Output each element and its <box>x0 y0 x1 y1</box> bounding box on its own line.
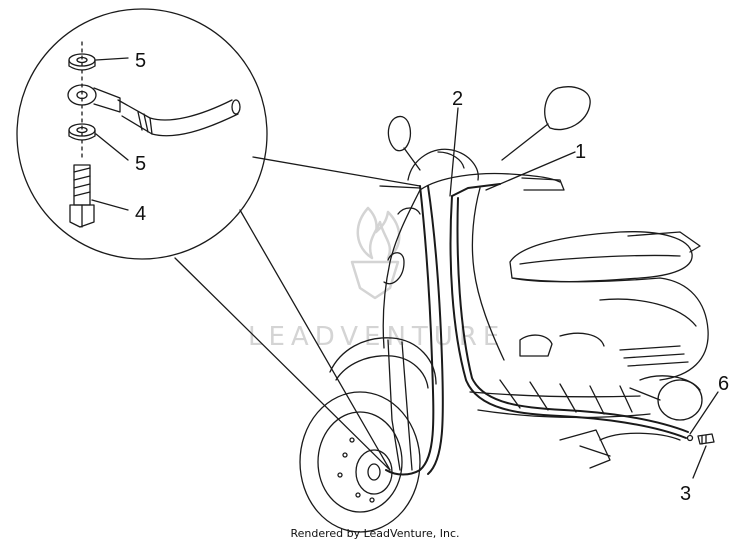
callout-tangent-lower <box>239 209 391 471</box>
callout-5-top: 5 <box>135 50 146 72</box>
brake-hoses <box>385 183 689 476</box>
scooter-body <box>299 86 709 533</box>
callout-2: 2 <box>452 88 463 110</box>
callout-tangent-bottom <box>174 257 391 471</box>
callout-6: 6 <box>718 373 729 395</box>
leader-1 <box>485 151 576 191</box>
leader-6 <box>689 391 719 435</box>
callout-3: 3 <box>680 483 691 505</box>
callout-1: 1 <box>575 141 586 163</box>
callout-4: 4 <box>135 203 146 225</box>
detail-callout-circle <box>16 8 268 260</box>
footer-credit: Rendered by LeadVenture, Inc. <box>290 527 460 540</box>
leader-2 <box>449 107 459 197</box>
callout-tangent-upper <box>252 156 421 187</box>
callout-5-bottom: 5 <box>135 153 146 175</box>
banjo-bolt <box>69 41 95 228</box>
leader-3 <box>692 445 707 479</box>
rear-fitting <box>686 433 715 445</box>
